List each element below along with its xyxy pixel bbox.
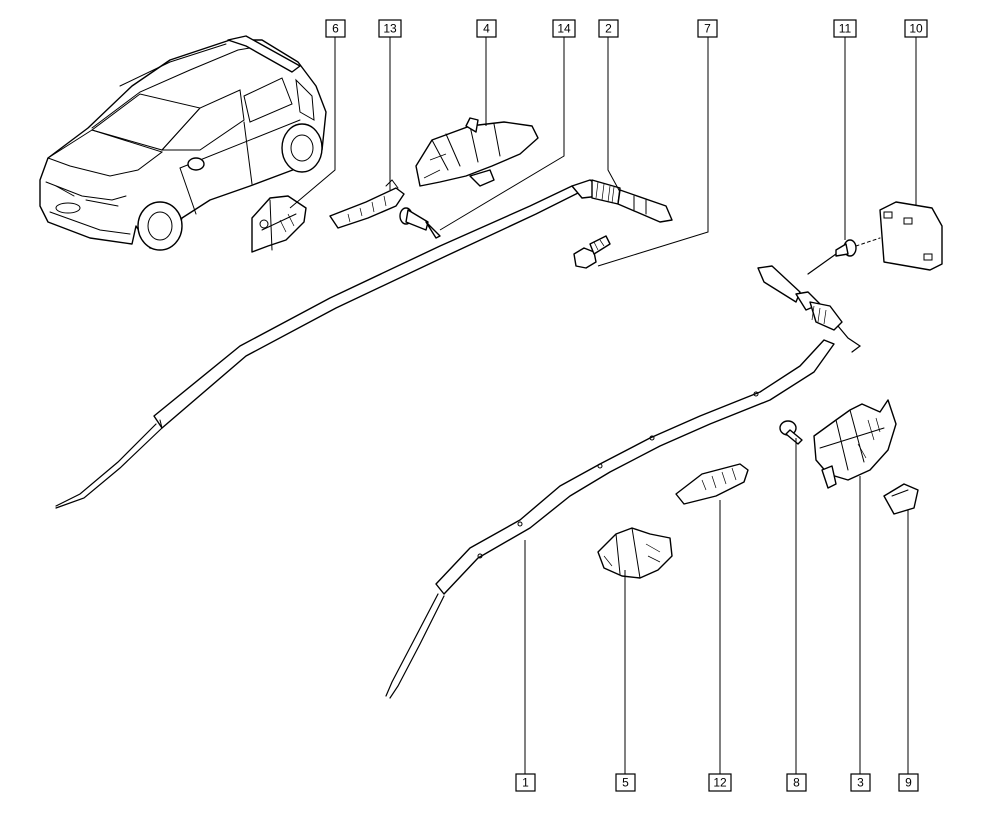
part-14-push-rivet bbox=[399, 207, 441, 239]
callout-2-label: 2 bbox=[605, 22, 612, 36]
callout-9-label: 9 bbox=[905, 776, 912, 790]
car-illustration bbox=[39, 35, 327, 251]
part-1-lower-airbag-tube bbox=[385, 265, 862, 699]
part-13-clip-strip bbox=[329, 179, 405, 229]
callout-1-label: 1 bbox=[522, 776, 529, 790]
part-11-rivet bbox=[807, 237, 881, 275]
callout-12-label: 12 bbox=[713, 776, 727, 790]
part-7-bolt bbox=[573, 235, 611, 269]
callout-14: 14 bbox=[552, 19, 576, 38]
callout-9: 9 bbox=[898, 773, 919, 792]
part-4-rail-clip bbox=[415, 117, 539, 187]
callout-13: 13 bbox=[378, 19, 402, 38]
callout-8-label: 8 bbox=[793, 776, 800, 790]
part-8-screw bbox=[779, 420, 803, 445]
part-12-trim-clip bbox=[675, 463, 749, 505]
part-5-bracket bbox=[597, 527, 673, 579]
part-6-bracket bbox=[251, 195, 307, 253]
callout-5: 5 bbox=[615, 773, 636, 792]
part-3-mounting-bracket bbox=[813, 399, 897, 489]
part-9-grommet bbox=[883, 483, 919, 515]
callout-4-label: 4 bbox=[483, 22, 490, 36]
callout-11: 11 bbox=[833, 19, 857, 38]
callout-10: 10 bbox=[904, 19, 928, 38]
callout-3-label: 3 bbox=[857, 776, 864, 790]
callout-7: 7 bbox=[697, 19, 718, 38]
callout-6: 6 bbox=[325, 19, 346, 38]
callout-11-label: 11 bbox=[839, 22, 852, 36]
callout-4: 4 bbox=[476, 19, 497, 38]
callout-10-label: 10 bbox=[909, 22, 923, 36]
callout-2: 2 bbox=[598, 19, 619, 38]
callout-3: 3 bbox=[850, 773, 871, 792]
part-2-inflator bbox=[571, 179, 673, 223]
callout-12: 12 bbox=[708, 773, 732, 792]
callout-7-label: 7 bbox=[704, 22, 711, 36]
callout-14-label: 14 bbox=[557, 22, 571, 36]
callout-8: 8 bbox=[786, 773, 807, 792]
part-10-plate-bracket bbox=[879, 201, 943, 271]
leader-lines bbox=[289, 36, 917, 774]
callout-5-label: 5 bbox=[622, 776, 629, 790]
callout-6-label: 6 bbox=[332, 22, 339, 36]
callout-13-label: 13 bbox=[383, 22, 397, 36]
callout-1: 1 bbox=[515, 773, 536, 792]
